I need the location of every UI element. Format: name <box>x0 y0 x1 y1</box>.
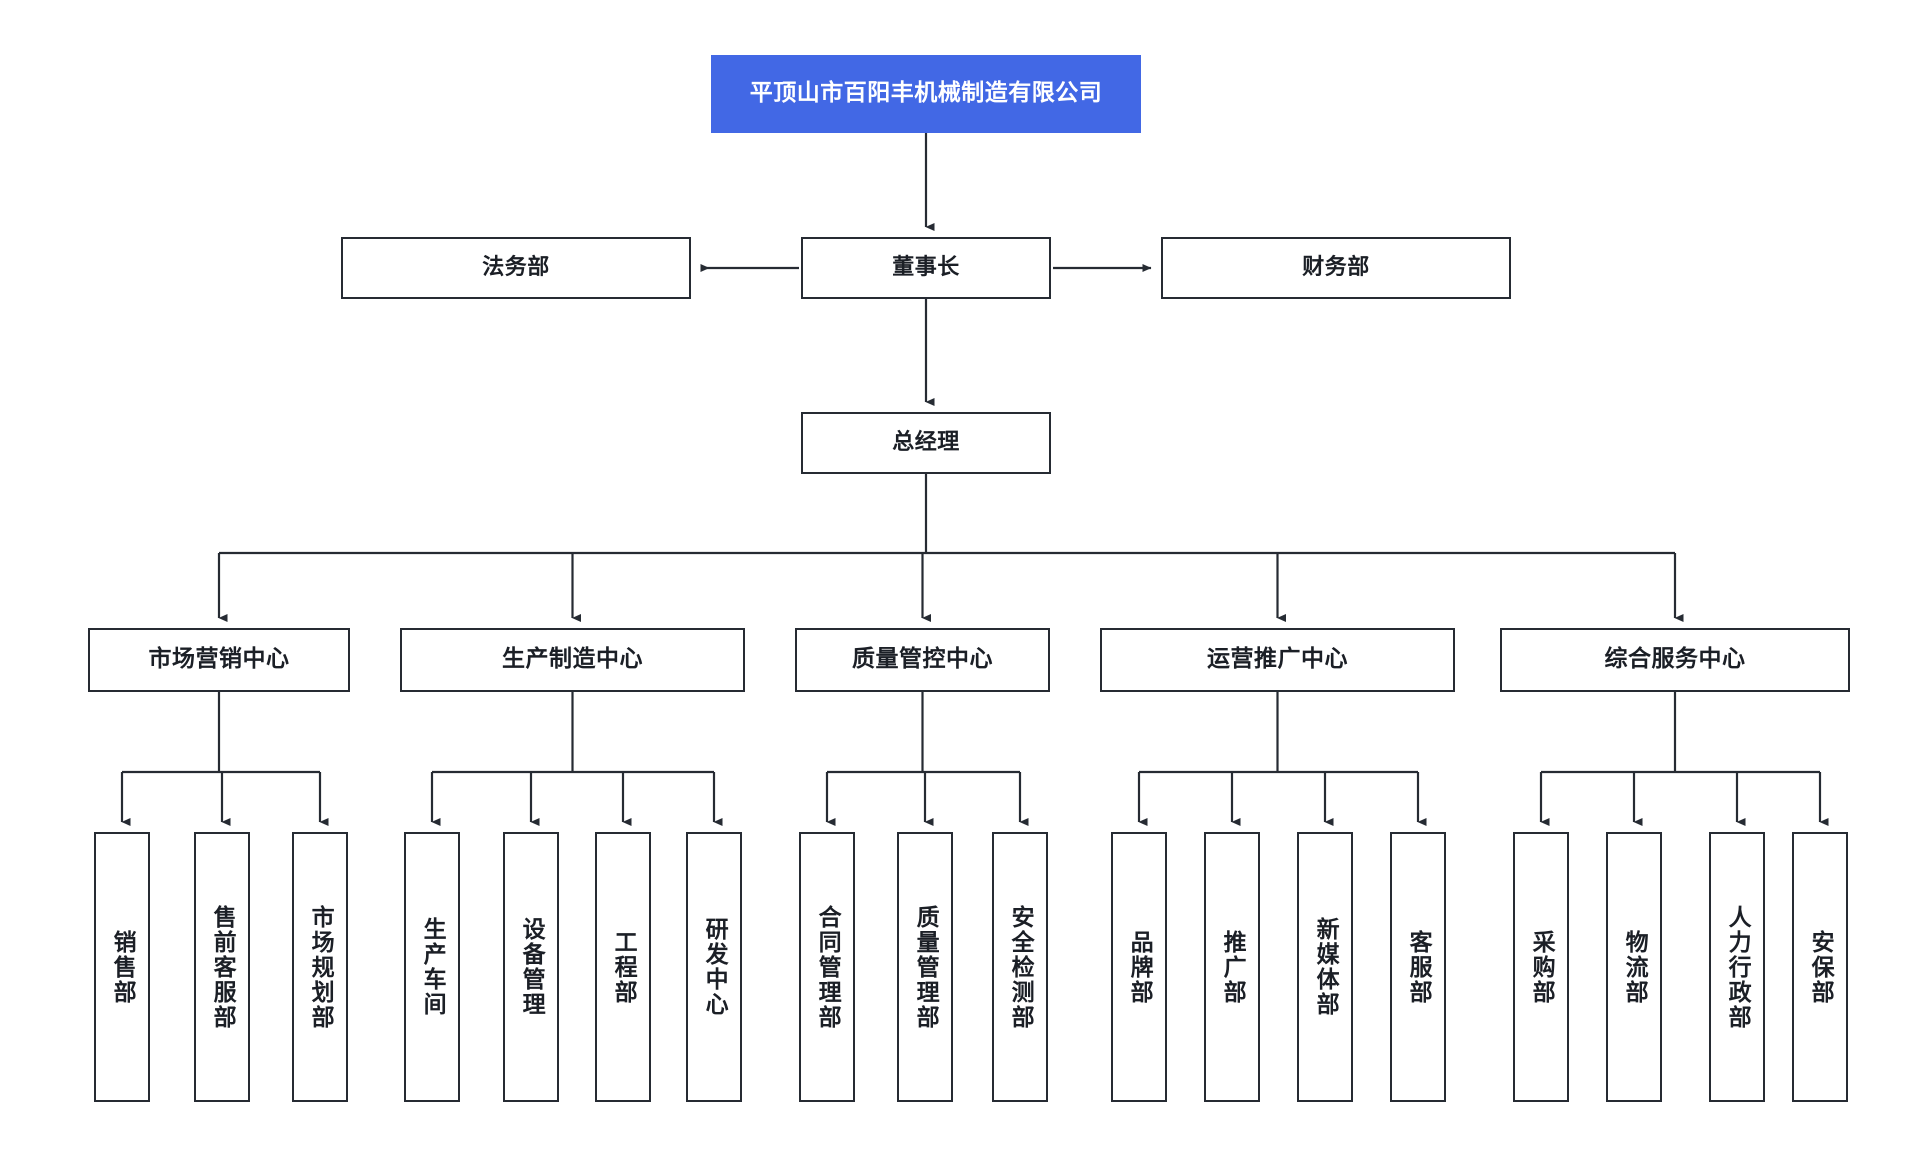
node-leaf-4-3[interactable]: 新媒体部 <box>1297 832 1353 1102</box>
node-leaf-5-3[interactable]: 人力行政部 <box>1709 832 1765 1102</box>
node-leaf-3-3[interactable]: 安全检测部 <box>992 832 1048 1102</box>
node-center-4[interactable]: 运营推广中心 <box>1100 628 1455 692</box>
node-leaf-2-4[interactable]: 研发中心 <box>686 832 742 1102</box>
node-leaf-2-1[interactable]: 生产车间 <box>404 832 460 1102</box>
node-leaf-5-1[interactable]: 采购部 <box>1513 832 1569 1102</box>
node-leaf-1-3[interactable]: 市场规划部 <box>292 832 348 1102</box>
node-leaf-4-4[interactable]: 客服部 <box>1390 832 1446 1102</box>
node-label-leaf-5-3: 人力行政部 <box>1724 904 1751 1030</box>
node-label-center-1: 市场营销中心 <box>148 646 290 673</box>
node-center-2[interactable]: 生产制造中心 <box>400 628 745 692</box>
node-label-leaf-2-2: 设备管理 <box>518 917 545 1017</box>
node-label-center-4: 运营推广中心 <box>1207 646 1348 673</box>
node-label-leaf-4-4: 客服部 <box>1405 929 1432 1005</box>
node-label-leaf-4-2: 推广部 <box>1219 929 1246 1005</box>
node-label-leaf-5-4: 安保部 <box>1807 929 1834 1005</box>
node-label-leaf-1-3: 市场规划部 <box>307 904 334 1030</box>
node-label-leaf-4-1: 品牌部 <box>1126 929 1153 1005</box>
node-label-leaf-5-2: 物流部 <box>1621 929 1648 1005</box>
node-label-general-manager: 总经理 <box>892 430 960 456</box>
node-label-leaf-4-3: 新媒体部 <box>1312 917 1339 1017</box>
node-label-leaf-3-1: 合同管理部 <box>814 904 841 1030</box>
node-label-legal-department: 法务部 <box>482 255 550 281</box>
node-center-3[interactable]: 质量管控中心 <box>795 628 1050 692</box>
node-label-center-3: 质量管控中心 <box>852 646 993 673</box>
node-label-leaf-1-1: 销售部 <box>109 929 136 1005</box>
node-leaf-1-2[interactable]: 售前客服部 <box>194 832 250 1102</box>
node-label-leaf-3-3: 安全检测部 <box>1007 904 1034 1030</box>
node-leaf-4-2[interactable]: 推广部 <box>1204 832 1260 1102</box>
node-finance-department[interactable]: 财务部 <box>1161 237 1511 299</box>
node-label-company-root: 平顶山市百阳丰机械制造有限公司 <box>749 80 1103 107</box>
node-legal-department[interactable]: 法务部 <box>341 237 691 299</box>
node-leaf-4-1[interactable]: 品牌部 <box>1111 832 1167 1102</box>
node-general-manager[interactable]: 总经理 <box>801 412 1051 474</box>
node-leaf-3-1[interactable]: 合同管理部 <box>799 832 855 1102</box>
node-label-center-5: 综合服务中心 <box>1604 646 1746 673</box>
node-label-leaf-5-1: 采购部 <box>1528 929 1555 1005</box>
node-company-root[interactable]: 平顶山市百阳丰机械制造有限公司 <box>711 55 1141 133</box>
node-chairman[interactable]: 董事长 <box>801 237 1051 299</box>
node-leaf-3-2[interactable]: 质量管理部 <box>897 832 953 1102</box>
node-leaf-5-2[interactable]: 物流部 <box>1606 832 1662 1102</box>
node-label-finance-department: 财务部 <box>1302 255 1370 281</box>
node-label-leaf-2-3: 工程部 <box>610 929 637 1005</box>
node-label-center-2: 生产制造中心 <box>502 646 643 673</box>
node-center-5[interactable]: 综合服务中心 <box>1500 628 1850 692</box>
node-center-1[interactable]: 市场营销中心 <box>88 628 350 692</box>
node-label-leaf-2-4: 研发中心 <box>701 917 728 1017</box>
node-leaf-5-4[interactable]: 安保部 <box>1792 832 1848 1102</box>
node-label-leaf-2-1: 生产车间 <box>419 917 446 1017</box>
node-label-leaf-1-2: 售前客服部 <box>209 904 236 1030</box>
node-label-leaf-3-2: 质量管理部 <box>912 904 939 1030</box>
node-leaf-1-1[interactable]: 销售部 <box>94 832 150 1102</box>
node-label-chairman: 董事长 <box>892 255 960 281</box>
node-leaf-2-3[interactable]: 工程部 <box>595 832 651 1102</box>
node-leaf-2-2[interactable]: 设备管理 <box>503 832 559 1102</box>
